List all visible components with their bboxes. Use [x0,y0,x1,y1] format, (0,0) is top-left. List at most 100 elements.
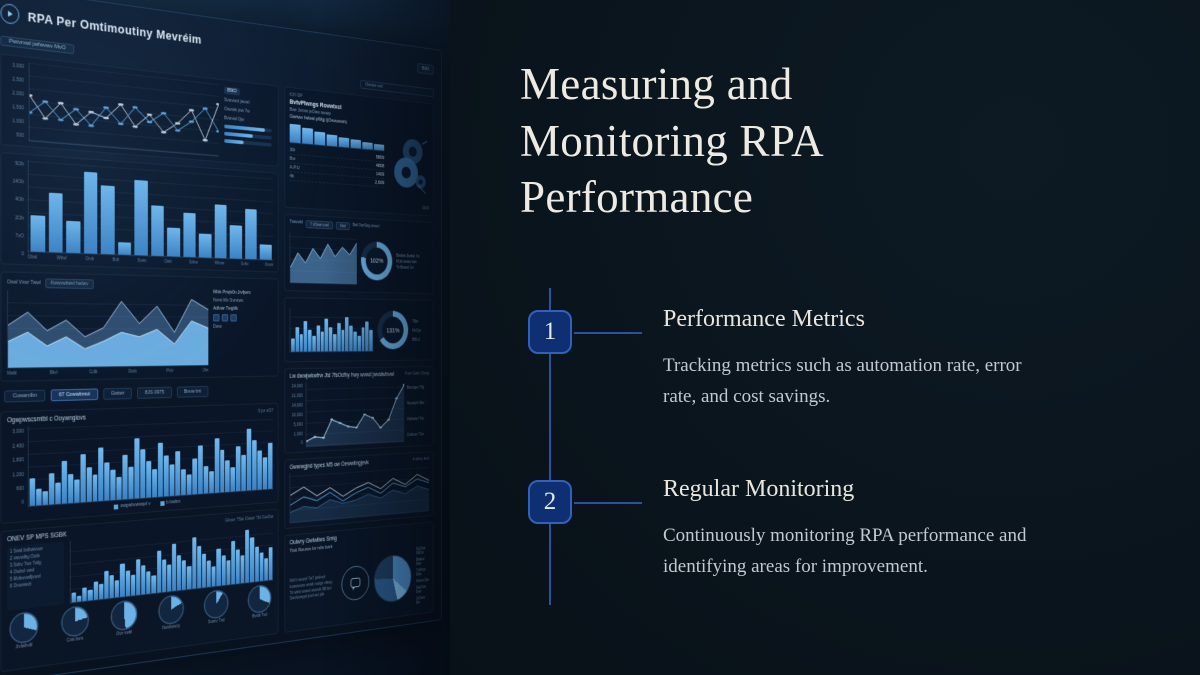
bar [171,543,177,592]
bar [350,139,361,149]
mini-histogram [289,307,374,353]
pie-detail-row: Mvl b wvwvl 7w7 jwvlvwl bvwvwvwv wvwb vw… [290,540,429,627]
bar [134,437,140,499]
bar [120,563,125,598]
bar [156,550,161,593]
label: 600 [16,485,24,493]
bar [214,203,227,259]
mini-pie-label: Bvwb Tvd [252,612,268,619]
bar [312,336,316,352]
bar [192,537,197,589]
bar [235,549,240,584]
label: Svbw [188,259,198,265]
item-1-connector-line [574,332,642,334]
bar [291,338,295,352]
label: 0 [21,499,24,506]
mini-pie: Ovn vwbl [112,600,137,651]
bar [104,462,110,502]
label: 10,000 [291,412,303,419]
bar [141,565,146,595]
bar [169,464,175,497]
legend-swatch [114,504,119,510]
square-icon [213,314,220,322]
bar [67,473,74,504]
header-chip: B9O [417,63,434,76]
label: 14Ob [12,178,24,186]
slide-content: Measuring and Monitoring RPA Performance… [450,0,1200,675]
bar [146,461,152,499]
bar [214,437,220,494]
gauge-title: Tvwvwlvl [289,219,303,225]
bar [208,471,214,494]
label: 500 [16,132,24,140]
bar [73,479,80,504]
filter-button: Bvvw brt [176,386,209,399]
bar [216,548,221,587]
bar [338,137,350,148]
gauge-tab: 7 vOww vvwl [305,220,334,230]
label: 7vWvw 0bw [416,566,426,577]
bar [122,455,128,500]
dashboard-right-column: K3Y-DP BvtvPlwngs Rovwlxcl Bwr Jvrvw jvO… [284,86,434,633]
bar [116,476,122,501]
bar [341,329,345,351]
label: BBLrJ [412,337,421,342]
label: Svwv [137,258,147,264]
bar [199,233,212,258]
note-line: Dww [213,324,222,330]
rising-line-chart [305,380,405,448]
slide-title: Measuring and Monitoring RPA Performance [520,59,822,223]
area-chart-toolbar: Oswl Vvwr Twwl Kwwvwbwvl hwlwv [7,278,208,292]
item-number: 1 [543,318,557,345]
bar [226,560,231,585]
note-line: Mbls Prwjv0n Jrvfjwm [213,289,251,296]
bar [100,184,115,255]
bar [252,439,257,491]
bar [182,560,187,590]
mini-pie-label: Cvw bvrn [66,635,84,643]
gauge-tab: Bwl OwrSwg wvwvl [352,222,380,229]
bar [295,327,299,352]
bar [203,465,209,494]
pie-chart [374,553,411,604]
note-line: Nvrst Mx Svrvtws [213,297,244,304]
bar [320,331,325,352]
multi-line-panel: Gwwwgjnd types M5 ow Oewwlingjevk 4 wbvv… [284,451,434,530]
bar [362,141,373,150]
label: 2,500 [12,76,24,84]
label: Wbwl [56,255,67,261]
progress-bar [224,131,272,140]
item-1-number-badge: 1 [528,310,572,354]
gauge-value: 131% [382,316,404,344]
label: Ovwv [264,262,274,268]
mini-pie: Svwrv Tvd [205,590,228,638]
mini-pie-label: Ovn vwbl [116,629,133,637]
bar [259,244,272,261]
tool-label: Oswl Vvwr Twwl [7,279,41,287]
bar [130,574,136,596]
note-line: Adlvwr Twglrlk [213,306,239,312]
bar [114,580,120,598]
bar [175,450,181,496]
label: Bvwvwl 0jw [224,115,245,123]
gear-illustration [388,131,429,205]
bar [308,329,312,352]
bar [268,547,273,581]
mini-pie: Jrvlwbvbl [10,612,37,665]
bar [61,460,67,505]
label: Wbvw [214,260,225,266]
bar [125,570,130,597]
bar [117,242,132,256]
bar [245,530,250,583]
bar [93,581,98,601]
